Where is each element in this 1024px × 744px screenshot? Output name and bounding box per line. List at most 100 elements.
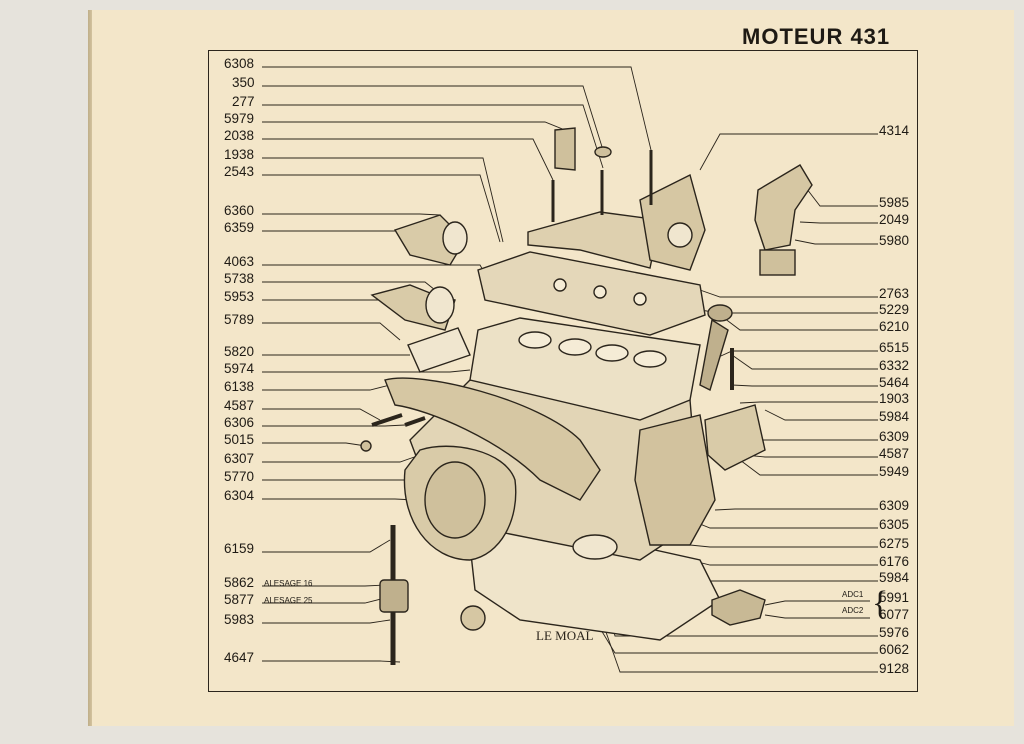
part-label-right-22: 5976 [879,625,910,640]
part-label-right-19: 5984 [879,570,910,585]
part-label-left-15: 6138 [224,379,255,394]
part-label-right-17: 6275 [879,536,910,551]
leader-line-left-4 [262,138,554,181]
part-label-right-4: 2763 [879,286,910,301]
part-label-left-1: 350 [232,75,255,90]
adc-brace: { [872,585,889,622]
part-label-left-17: 6306 [224,415,255,430]
leader-line-left-26 [262,660,401,663]
part-label-left-10: 5738 [224,271,255,286]
leader-line-left-5 [262,157,504,243]
part-label-left-23: 5862 [224,575,255,590]
part-label-right-15: 6309 [879,498,910,513]
part-label-right-24: 9128 [879,661,910,676]
leader-line-right-3 [794,239,878,245]
leader-line-right-10 [739,401,878,404]
leader-line-left-1 [262,85,604,151]
leader-line-left-12 [262,322,401,341]
part-label-left-3: 5979 [224,111,255,126]
part-label-right-7: 6515 [879,340,910,355]
part-label-left-24: 5877 [224,592,255,607]
leader-line-right-21 [764,614,870,619]
engine-drawing [360,127,813,665]
leader-line-left-15 [262,384,391,391]
part-label-right-0: 4314 [879,123,910,138]
part-label-right-6: 6210 [879,319,910,334]
part-label-right-13: 4587 [879,446,910,461]
part-label-left-26: 4647 [224,650,255,665]
leader-line-right-2 [799,221,878,224]
part-label-left-13: 5820 [224,344,255,359]
leader-line-left-19 [262,454,421,463]
leader-line-left-14 [262,369,471,373]
part-label-right-8: 6332 [879,358,910,373]
leader-line-right-18 [689,559,878,566]
leader-line-left-18 [262,442,367,447]
part-label-left-19: 6307 [224,451,255,466]
part-label-right-12: 6309 [879,429,910,444]
part-label-left-7: 6360 [224,203,255,218]
part-label-left-9: 4063 [224,254,255,269]
leader-line-right-24 [599,614,878,673]
leader-line-right-17 [689,544,878,548]
part-label-right-14: 5949 [879,464,910,479]
part-label-left-4: 2038 [224,128,255,143]
leader-line-left-3 [262,121,566,131]
page-title: MOTEUR 431 [742,24,891,49]
part-label-right-23: 6062 [879,642,910,657]
part-label-left-12: 5789 [224,312,255,327]
leader-line-left-23 [262,584,386,587]
leader-line-left-25 [262,619,391,624]
part-label-right-3: 5980 [879,233,910,248]
adc2-note: ADC2 [842,606,864,615]
leader-line-right-16 [689,519,878,529]
part-label-left-2: 277 [232,94,255,109]
leader-line-left-2 [262,104,604,169]
part-label-left-11: 5953 [224,289,255,304]
part-label-right-1: 5985 [879,195,910,210]
leader-line-left-7 [262,213,441,216]
part-label-left-8: 6359 [224,220,255,235]
part-label-left-5: 1938 [224,147,255,162]
part-label-right-10: 1903 [879,391,910,406]
part-label-left-21: 6304 [224,488,255,503]
part-label-right-16: 6305 [879,517,910,532]
part-label-right-11: 5984 [879,409,910,424]
part-label-right-20: 5991 [879,590,910,605]
leader-line-left-6 [262,174,501,243]
part-label-right-9: 5464 [879,375,910,390]
part-label-left-20: 5770 [224,469,255,484]
part-label-right-21: 6077 [879,607,910,622]
part-label-left-25: 5983 [224,612,255,627]
part-label-right-5: 5229 [879,302,910,317]
artist-signature: LE MOAL [536,628,594,643]
leader-line-left-22 [262,539,391,553]
leader-line-right-15 [714,508,878,511]
leader-line-right-13 [744,454,878,458]
leader-line-right-4 [699,289,878,298]
leader-line-left-21 [262,498,416,501]
part-label-left-0: 6308 [224,56,255,71]
part-label-right-18: 6176 [879,554,910,569]
leader-line-left-16 [262,408,381,421]
part-label-right-2: 2049 [879,212,910,227]
part-label-left-14: 5974 [224,361,255,376]
alesage-16-note: ALESAGE 16 [264,579,313,588]
leader-line-right-6 [719,314,878,331]
leader-line-right-9 [731,384,878,387]
leader-line-left-24 [262,597,386,604]
leader-line-right-0 [699,133,878,171]
part-label-left-22: 6159 [224,541,255,556]
adc1-note: ADC1 [842,590,864,599]
leader-line-left-0 [262,66,652,151]
leader-line-right-8 [731,354,878,370]
alesage-25-note: ALESAGE 25 [264,596,313,605]
leader-line-right-11 [764,409,878,421]
leader-line-right-14 [739,459,878,476]
diagram-frame [208,50,918,692]
leader-line-right-20 [764,600,870,606]
part-label-left-16: 4587 [224,398,255,413]
part-label-left-6: 2543 [224,164,255,179]
part-label-left-18: 5015 [224,432,255,447]
